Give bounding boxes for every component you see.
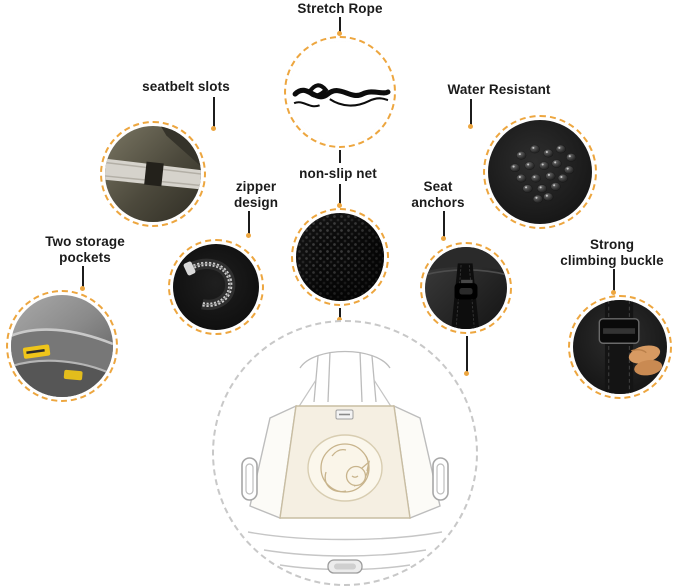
- feature-circle-stretch-rope: [284, 36, 396, 148]
- connector-net-to-center: [339, 308, 341, 319]
- connector-dot-seatbelt-slots: [211, 126, 216, 131]
- label-water-resistant: Water Resistant: [424, 82, 574, 98]
- label-storage-pockets-line1: Two storage: [45, 234, 125, 249]
- stretch-rope-photo-icon: [289, 41, 391, 143]
- label-zipper-design: zipper design: [211, 179, 301, 211]
- connector-dot-non-slip-net: [337, 203, 342, 208]
- connector-stretch-rope: [339, 17, 341, 33]
- feature-circle-storage-pockets: [6, 290, 118, 402]
- non-slip-net-photo-icon: [296, 213, 384, 301]
- connector-dot-zipper-design: [246, 233, 251, 238]
- pet-car-seat-illustration: [241, 350, 449, 574]
- climbing-buckle-photo-icon: [573, 300, 667, 394]
- feature-circle-climbing-buckle: [568, 295, 672, 399]
- zipper-design-photo-icon: [173, 244, 259, 330]
- connector-dot-water-resistant: [468, 124, 473, 129]
- connector-seatbelt-slots: [213, 97, 215, 128]
- label-seatbelt-slots-line1: seatbelt slots: [142, 79, 230, 94]
- connector-storage-pockets: [82, 266, 84, 288]
- label-water-resistant-line1: Water Resistant: [447, 82, 551, 97]
- seat-anchors-photo-icon: [425, 247, 507, 329]
- connector-dot-net-to-center: [337, 317, 342, 322]
- water-resistant-photo-icon: [488, 120, 592, 224]
- connector-zipper-design: [248, 211, 250, 235]
- feature-circle-seat-anchors: [420, 242, 512, 334]
- seatbelt-slots-photo-icon: [105, 126, 201, 222]
- connector-dot-anchors-to-center: [464, 371, 469, 376]
- label-climbing-buckle-line1: Strong: [589, 237, 635, 252]
- feature-circle-seatbelt-slots: [100, 121, 206, 227]
- feature-circle-non-slip-net: [291, 208, 389, 306]
- label-zipper-design-line1: zipper: [235, 179, 277, 194]
- connector-dot-storage-pockets: [80, 286, 85, 291]
- label-climbing-buckle: Strong climbing buckle: [542, 237, 679, 269]
- feature-circle-zipper-design: [168, 239, 264, 335]
- label-non-slip-net: non-slip net: [283, 166, 393, 182]
- label-stretch-rope: Stretch Rope: [280, 1, 400, 17]
- connector-seat-anchors: [443, 211, 445, 238]
- label-stretch-rope-line1: Stretch Rope: [297, 1, 383, 16]
- center-product-circle: [212, 320, 478, 586]
- connector-climbing-buckle: [613, 269, 615, 292]
- connector-water-resistant: [470, 99, 472, 126]
- connector-dot-climbing-buckle: [611, 290, 616, 295]
- label-seat-anchors: Seat anchors: [393, 179, 483, 211]
- connector-dot-seat-anchors: [441, 236, 446, 241]
- storage-pockets-photo-icon: [11, 295, 113, 397]
- connector-non-slip-net: [339, 184, 341, 205]
- feature-circle-water-resistant: [483, 115, 597, 229]
- mesh-texture: [296, 213, 384, 301]
- label-seatbelt-slots: seatbelt slots: [121, 79, 251, 95]
- label-seat-anchors-line2: anchors: [411, 194, 465, 210]
- label-zipper-design-line2: design: [233, 194, 279, 210]
- connector-anchors-to-center: [466, 336, 468, 373]
- connector-rope-to-net-label: [339, 150, 341, 163]
- label-non-slip-net-line1: non-slip net: [299, 166, 377, 181]
- label-seat-anchors-line1: Seat: [423, 179, 453, 194]
- label-storage-pockets: Two storage pockets: [25, 234, 145, 266]
- label-storage-pockets-line2: pockets: [59, 249, 111, 265]
- connector-dot-stretch-rope: [337, 31, 342, 36]
- label-climbing-buckle-line2: climbing buckle: [560, 252, 664, 268]
